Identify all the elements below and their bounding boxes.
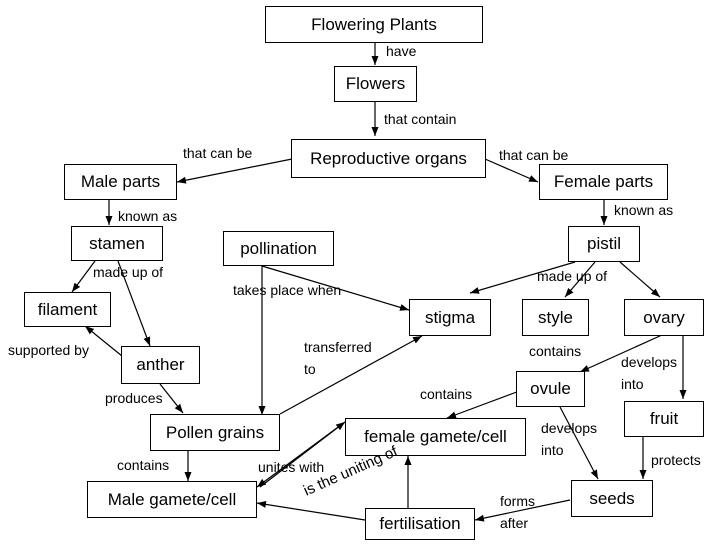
label-made-up-of-left: made up of — [93, 264, 164, 280]
node-style: style — [522, 299, 589, 336]
arrow-anther-pollen — [159, 383, 184, 414]
label-that-can-be-left: that can be — [183, 145, 253, 161]
label-contains-ovary: contains — [529, 343, 582, 359]
arrow-pistil-stigma — [469, 261, 576, 294]
node-male-gamete-cell: Male gamete/cell — [87, 481, 257, 518]
label-have: have — [386, 43, 417, 59]
node-fertilisation: fertilisation — [365, 508, 475, 540]
label-produces: produces — [105, 390, 163, 406]
label-develops-ovule-2: into — [541, 442, 564, 458]
arrow-fertilisation-male-gamete — [256, 500, 366, 521]
node-anther: anther — [121, 346, 200, 384]
label-develops-ovule-1: develops — [541, 420, 598, 436]
node-seeds: seeds — [571, 480, 653, 517]
label-known-as-left: known as — [118, 208, 178, 224]
arrow-stamen-filament — [71, 260, 96, 293]
node-filament: filament — [24, 292, 111, 327]
arrow-ovule-female-gamete — [446, 389, 523, 419]
node-pistil: pistil — [568, 226, 640, 262]
node-female-parts: Female parts — [539, 164, 668, 200]
node-pollen-grains: Pollen grains — [150, 414, 280, 451]
label-to: to — [304, 361, 316, 377]
arrow-to-male-parts — [176, 158, 293, 184]
node-stigma: stigma — [409, 299, 491, 336]
node-ovule: ovule — [516, 371, 585, 407]
arrow-ovule-seeds — [559, 406, 599, 480]
label-protects: protects — [651, 452, 701, 468]
node-female-gamete-cell: female gamete/cell — [345, 418, 526, 456]
node-pollination: pollination — [223, 231, 334, 266]
arrow-unites-with-to-male — [256, 421, 346, 488]
label-contains-ovule: contains — [420, 386, 473, 402]
node-flowering-plants: Flowering Plants — [265, 6, 483, 43]
label-transferred: transferred — [304, 339, 372, 355]
arrow-anther-filament — [84, 325, 123, 357]
label-contains-pollen: contains — [117, 457, 170, 473]
node-ovary: ovary — [624, 299, 704, 336]
arrow-pollination-stigma — [261, 265, 410, 311]
label-that-can-be-right: that can be — [499, 147, 569, 163]
arrow-pollen-stigma — [279, 335, 423, 415]
label-known-as-right: known as — [614, 202, 674, 218]
arrow-ovary-ovule — [579, 334, 663, 373]
label-unites-with: unites with — [258, 459, 325, 475]
arrow-seeds-fertilisation — [474, 499, 571, 522]
arrow-to-female-parts — [484, 158, 539, 183]
label-supported-by: supported by — [8, 342, 89, 358]
label-takes-place-when: takes place when — [233, 282, 342, 298]
arrow-pistil-ovary — [619, 261, 661, 298]
arrow-pistil-style — [564, 261, 596, 298]
node-reproductive-organs: Reproductive organs — [291, 139, 486, 178]
arrow-stamen-anther — [117, 260, 151, 347]
label-made-up-of-right: made up of — [537, 268, 608, 284]
label-develops-ovary-2: into — [621, 376, 644, 392]
label-forms-after-2: after — [500, 515, 529, 531]
node-male-parts: Male parts — [64, 164, 177, 200]
label-develops-ovary-1: develops — [621, 354, 678, 370]
node-fruit: fruit — [624, 401, 704, 437]
node-stamen: stamen — [71, 226, 163, 261]
node-flowers: Flowers — [334, 66, 417, 102]
label-that-contain: that contain — [384, 111, 457, 127]
label-forms-after-1: forms — [500, 493, 535, 509]
